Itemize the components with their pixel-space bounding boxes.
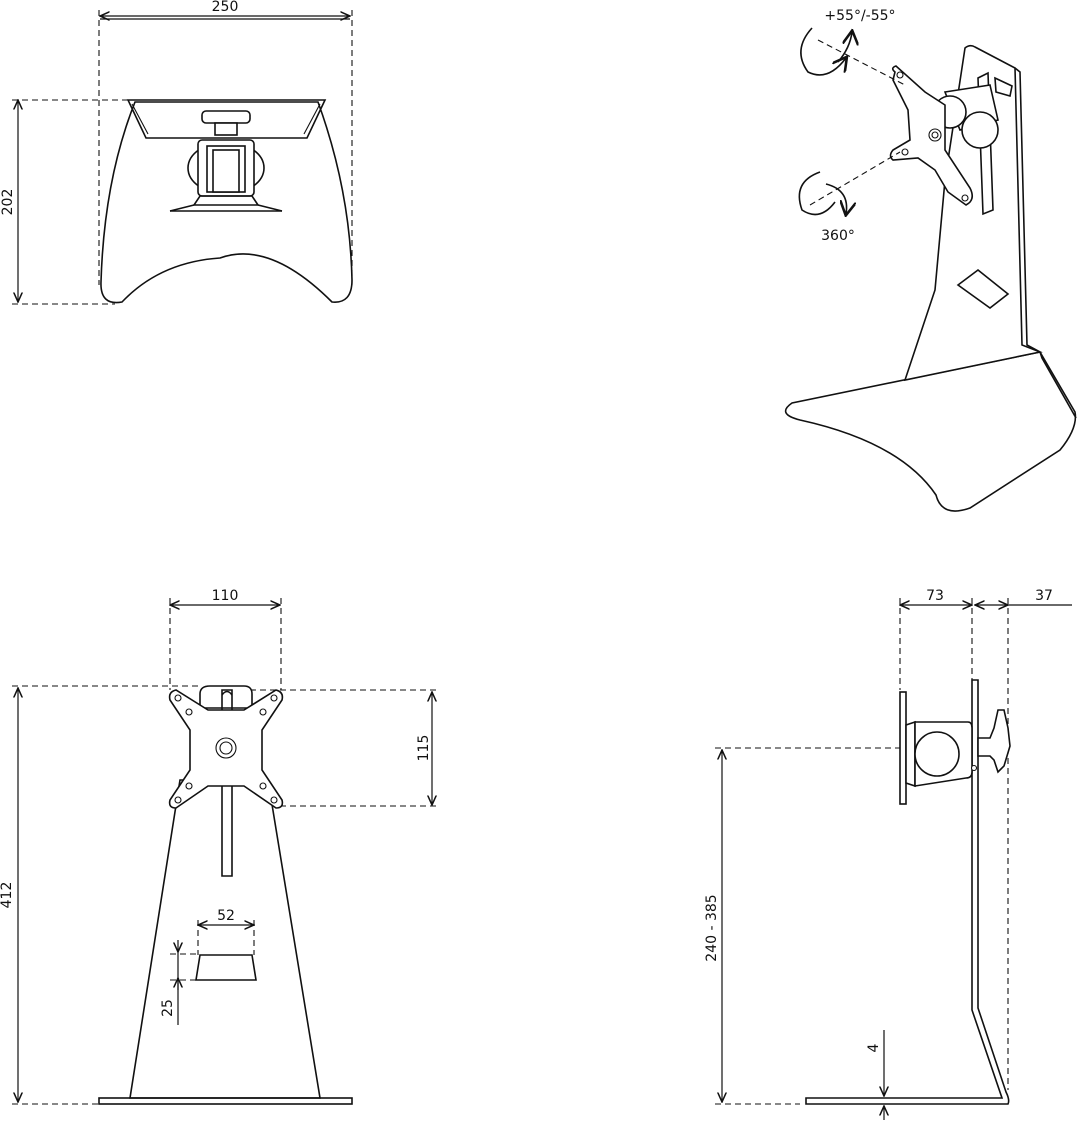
- dim-mount-width: 110: [212, 588, 239, 604]
- top-view: 250 202: [0, 0, 353, 305]
- side-upright: [805, 679, 1010, 1105]
- dim-side-offset-b: 37: [1035, 588, 1053, 604]
- dim-plate-thickness: 4: [866, 1043, 882, 1052]
- rotation-spin-label: 360°: [821, 228, 855, 244]
- front-upright: [129, 779, 321, 1099]
- perspective-base: [784, 351, 1077, 512]
- dim-mount-height: 115: [416, 735, 432, 762]
- top-base-outline: [100, 101, 353, 304]
- front-view: 110 412 115 52: [0, 588, 440, 1105]
- dim-side-height-range: 240 - 385: [704, 894, 720, 961]
- rotation-tilt-label: +55°/-55°: [824, 8, 895, 24]
- dim-top-depth: 202: [0, 189, 16, 216]
- perspective-upright: [903, 44, 1043, 382]
- perspective-view: +55°/-55° 360°: [784, 8, 1077, 512]
- dim-side-offset-a: 73: [926, 588, 944, 604]
- dim-cutout-width: 52: [217, 908, 235, 924]
- dim-top-width: 250: [212, 0, 239, 15]
- dim-cutout-height: 25: [160, 999, 176, 1017]
- dim-total-height: 412: [0, 882, 15, 909]
- side-view: 73 37 240 - 385 4: [704, 588, 1072, 1120]
